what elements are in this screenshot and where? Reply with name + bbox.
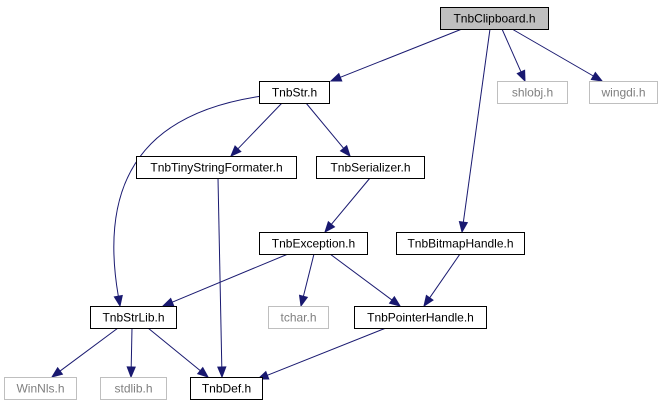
edges-layer	[50, 28, 604, 380]
node-serializer-box	[316, 156, 425, 179]
node-bitmap-box	[396, 232, 525, 255]
node-tinyfmt[interactable]: TnbTinyStringFormater.h	[136, 156, 297, 179]
node-clipboard[interactable]: TnbClipboard.h	[440, 7, 549, 30]
edge-tinyfmt-to-def	[217, 177, 227, 379]
edge-exception-to-strlib-arrowhead	[161, 297, 175, 307]
node-wingdi-label: wingdi.h	[600, 86, 645, 100]
node-winnls: WinNls.h	[4, 377, 77, 400]
node-bitmap[interactable]: TnbBitmapHandle.h	[396, 232, 525, 255]
edge-exception-to-strlib	[161, 253, 289, 307]
node-def-box	[190, 377, 263, 400]
edge-tinyfmt-to-def-line	[217, 177, 223, 368]
edge-str-to-strlib-arrowhead	[113, 294, 123, 308]
edge-clipboard-to-shlobj-arrowhead	[516, 69, 526, 83]
edge-serializer-to-exception-arrowhead	[324, 220, 336, 234]
node-stdlib: stdlib.h	[100, 377, 167, 400]
node-clipboard-label: TnbClipboard.h	[453, 12, 535, 26]
edge-clipboard-to-str-line	[340, 28, 463, 78]
node-stdlib-box	[100, 377, 167, 400]
edge-str-to-tinyfmt-line	[237, 102, 283, 150]
edge-exception-to-tchar-arrowhead	[298, 294, 309, 308]
node-tchar-box	[268, 306, 329, 329]
edge-clipboard-to-str-arrowhead	[329, 72, 343, 82]
node-shlobj-box	[497, 81, 568, 104]
edge-strlib-to-winnls	[50, 327, 119, 378]
edge-strlib-to-stdlib-arrowhead	[126, 366, 136, 379]
node-exception-label: TnbException.h	[272, 237, 355, 251]
node-pointer-box	[354, 306, 487, 329]
edge-serializer-to-exception-line	[331, 177, 371, 225]
edge-clipboard-to-shlobj	[501, 28, 526, 83]
edge-serializer-to-exception	[324, 177, 371, 234]
node-str[interactable]: TnbStr.h	[259, 81, 330, 104]
edge-bitmap-to-pointer-arrowhead	[423, 294, 434, 308]
edge-strlib-to-stdlib	[126, 327, 136, 379]
node-wingdi-box	[589, 81, 658, 104]
node-def[interactable]: TnbDef.h	[190, 377, 263, 400]
edge-clipboard-to-str	[329, 28, 463, 82]
edge-str-to-strlib	[113, 95, 263, 308]
node-winnls-label: WinNls.h	[16, 382, 64, 396]
node-strlib-label: TnbStrLib.h	[102, 311, 164, 325]
node-serializer[interactable]: TnbSerializer.h	[316, 156, 425, 179]
edge-clipboard-to-shlobj-line	[501, 28, 522, 73]
node-pointer-label: TnbPointerHandle.h	[367, 311, 474, 325]
node-bitmap-label: TnbBitmapHandle.h	[407, 237, 513, 251]
node-tchar-label: tchar.h	[280, 311, 316, 325]
edge-exception-to-pointer	[329, 253, 402, 307]
edge-clipboard-to-bitmap-line	[462, 28, 491, 223]
edge-strlib-to-def	[147, 327, 210, 378]
node-pointer[interactable]: TnbPointerHandle.h	[354, 306, 487, 329]
node-stdlib-label: stdlib.h	[114, 382, 152, 396]
node-winnls-box	[4, 377, 77, 400]
edge-exception-to-strlib-line	[172, 253, 289, 303]
edge-clipboard-to-wingdi	[511, 28, 604, 82]
edge-str-to-tinyfmt	[230, 102, 283, 157]
edge-exception-to-tchar	[298, 253, 315, 308]
edge-clipboard-to-wingdi-arrowhead	[590, 71, 604, 82]
node-wingdi: wingdi.h	[589, 81, 658, 104]
edge-strlib-to-def-line	[147, 327, 201, 372]
node-def-label: TnbDef.h	[202, 382, 251, 396]
node-strlib[interactable]: TnbStrLib.h	[90, 306, 177, 329]
node-serializer-label: TnbSerializer.h	[330, 161, 410, 175]
node-exception-box	[259, 232, 368, 255]
edge-exception-to-pointer-line	[329, 253, 393, 301]
edge-clipboard-to-bitmap	[458, 28, 491, 234]
edge-bitmap-to-pointer	[423, 253, 461, 308]
edge-tinyfmt-to-def-arrowhead	[217, 366, 227, 379]
edge-clipboard-to-wingdi-line	[511, 28, 594, 77]
node-shlobj: shlobj.h	[497, 81, 568, 104]
edge-exception-to-pointer-arrowhead	[388, 295, 402, 307]
edge-bitmap-to-pointer-line	[429, 253, 461, 299]
node-clipboard-box	[440, 7, 549, 30]
node-tinyfmt-box	[136, 156, 297, 179]
node-str-box	[259, 81, 330, 104]
edge-pointer-to-def-line	[267, 327, 387, 376]
edge-strlib-to-def-arrowhead	[196, 366, 210, 378]
edge-str-to-serializer-line	[305, 102, 344, 149]
edge-exception-to-tchar-line	[302, 253, 315, 297]
edge-clipboard-to-bitmap-arrowhead	[458, 220, 469, 234]
edge-str-to-serializer-arrowhead	[339, 144, 351, 158]
edge-str-to-tinyfmt-arrowhead	[230, 145, 242, 157]
node-exception[interactable]: TnbException.h	[259, 232, 368, 255]
node-str-label: TnbStr.h	[272, 86, 317, 100]
edge-strlib-to-winnls-arrowhead	[50, 366, 64, 378]
edge-strlib-to-winnls-line	[59, 327, 119, 372]
edge-strlib-to-stdlib-line	[130, 327, 133, 368]
node-tinyfmt-label: TnbTinyStringFormater.h	[150, 161, 282, 175]
edge-str-to-serializer	[305, 102, 351, 158]
node-strlib-box	[90, 306, 177, 329]
node-tchar: tchar.h	[268, 306, 329, 329]
edge-pointer-to-def	[256, 327, 387, 380]
node-shlobj-label: shlobj.h	[512, 86, 553, 100]
edge-str-to-strlib-line	[113, 95, 263, 297]
